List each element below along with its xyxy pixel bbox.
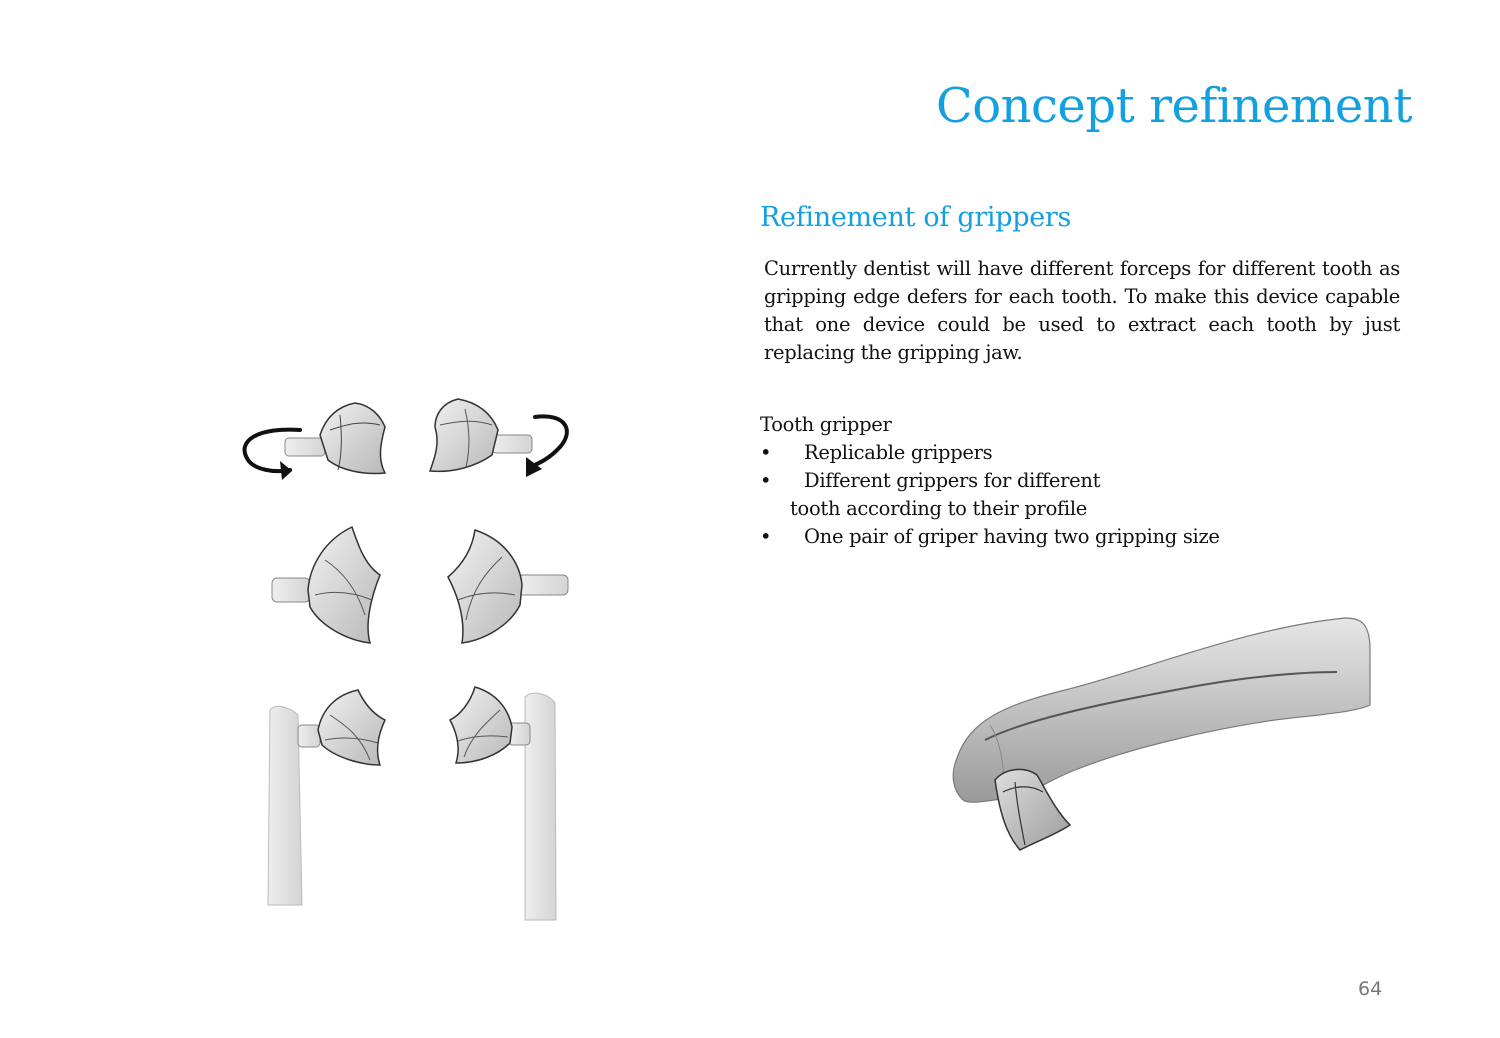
tooth-gripper-list: Tooth gripper • Replicable grippers • Di…: [760, 411, 1320, 551]
gripper-with-handle-right: [448, 686, 557, 921]
page-title: Concept refinement: [935, 78, 1413, 134]
list-item: • Replicable grippers: [760, 439, 1320, 467]
list-item-text: One pair of griper having two gripping s…: [804, 525, 1220, 548]
bullet-icon: •: [760, 441, 772, 464]
gripper-jaw-rotate-left: [284, 402, 387, 475]
bullet-icon: •: [760, 469, 772, 492]
forceps-arm-sketch: [952, 617, 1371, 851]
gripper-sketches: [242, 398, 569, 921]
bullet-icon: •: [760, 525, 772, 548]
list-item-text: Replicable grippers: [804, 441, 993, 464]
list-item-continuation: tooth according to their profile: [790, 497, 1088, 520]
body-paragraph: Currently dentist will have different fo…: [764, 257, 1400, 364]
gripper-jaw: [994, 768, 1072, 851]
gripper-with-handle-left: [267, 689, 386, 906]
arrowhead-right-icon: [526, 457, 542, 477]
page-number: 64: [1358, 978, 1383, 1000]
arrowhead-left-icon: [280, 461, 292, 480]
gripper-jaw-right: [447, 529, 569, 644]
gripper-jaw-rotate-right: [428, 398, 533, 473]
list-item: • One pair of griper having two gripping…: [760, 523, 1320, 551]
list-heading: Tooth gripper: [760, 413, 892, 436]
gripper-jaw-left: [271, 525, 381, 644]
list-item-text: Different grippers for different: [804, 469, 1101, 492]
list-item: • Different grippers for different: [760, 467, 1320, 495]
rotate-arrow-right-icon: [528, 414, 569, 469]
section-heading: Refinement of grippers: [760, 202, 1072, 233]
rotate-arrow-left-icon: [242, 427, 302, 474]
